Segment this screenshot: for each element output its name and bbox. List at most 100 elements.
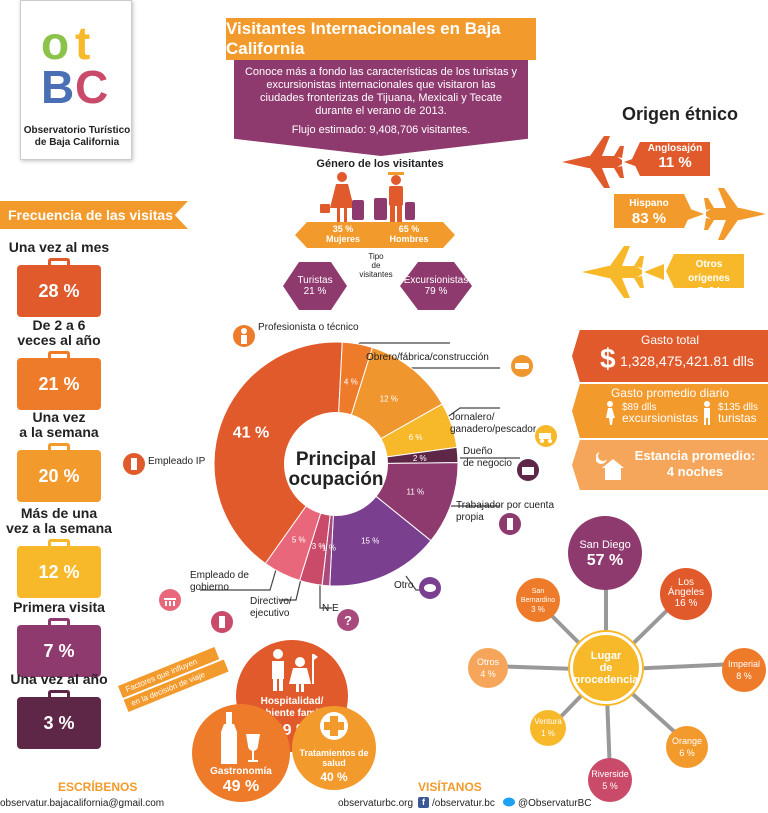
- suitcase-handle: [48, 443, 70, 452]
- tourists-pct: 21 %: [303, 286, 327, 297]
- visitor-type-title-2: de: [371, 261, 381, 270]
- stay-label: Estancia promedio:: [634, 448, 756, 463]
- frequency-label-line-1: Una vez al mes: [8, 239, 110, 255]
- total-spending-value: 1,328,475,421.81 dlls: [620, 353, 754, 369]
- excursionist-spending: $89 dlls excursionistas: [622, 402, 698, 424]
- city-imperial-value: 8 %: [736, 671, 752, 681]
- city-otros-value: 4 %: [480, 669, 496, 679]
- org-name-line-1: Observatorio Turístico: [23, 125, 131, 136]
- men-stat: 65 % Hombres: [384, 224, 434, 244]
- origin-center-3: procedencia: [573, 674, 639, 686]
- city-otros: Otros 4 %: [468, 648, 508, 688]
- men-label: Hombres: [389, 234, 429, 244]
- frequency-label-line-2: a la semana: [19, 424, 99, 440]
- ethnic-hispanic: Hispano 83 %: [614, 196, 684, 226]
- frequency-value: 20 %: [38, 465, 80, 486]
- pie-pct-otro: 15 %: [361, 537, 379, 546]
- logo-card: o t B C Observatorio Turístico de Baja C…: [20, 0, 132, 160]
- label-gobierno-2: gobierno: [190, 582, 229, 593]
- visitor-type-title-1: Tipo: [368, 252, 384, 261]
- tourists-hex: Turistas 21 %: [283, 262, 347, 310]
- visitor-type-title-3: visitantes: [359, 270, 393, 279]
- women-pct: 35 %: [332, 224, 354, 234]
- ethnic-anglo-value: 11 %: [658, 154, 692, 171]
- walker-icon: [606, 401, 615, 425]
- total-spending-box: Gasto total $ 1,328,475,421.81 dlls: [572, 330, 768, 382]
- label-dueno-2: de negocio: [463, 458, 512, 469]
- frequency-label-line-1: Una vez: [32, 409, 86, 425]
- plane-icon-3: [582, 246, 644, 298]
- label-otro: Otro: [394, 580, 414, 591]
- stay-box: Estancia promedio: 4 noches: [572, 440, 768, 490]
- frequency-value: 3 %: [43, 712, 75, 733]
- twitter-icon[interactable]: [502, 796, 516, 808]
- tourist-icon: [704, 401, 710, 425]
- pie-slice-empleado_ip: [213, 341, 343, 565]
- ethnic-other-label: Otros orígenes: [688, 259, 730, 284]
- city-riverside-name: Riverside: [591, 769, 629, 779]
- ethnic-other-value: 3 %: [696, 284, 722, 301]
- label-trabajador: Trabajador por cuenta propia: [456, 500, 554, 524]
- pie-pct-gobierno: 5 %: [292, 535, 306, 544]
- frequency-label: Primera visita: [0, 600, 118, 615]
- label-dueno: Dueño de negocio: [463, 446, 512, 470]
- tour-label: turistas: [718, 411, 757, 425]
- city-otros-name: Otros: [476, 657, 499, 667]
- email-link[interactable]: observatur.bajacalifornia@gmail.com: [0, 798, 165, 809]
- suitcase-icon: 7 %: [17, 618, 101, 677]
- twitter-link[interactable]: @ObservaturBC: [518, 798, 592, 809]
- city-san-bernardino-value: 3 %: [531, 604, 545, 614]
- label-empleado-ip: Empleado IP: [148, 456, 206, 467]
- ethnic-title: Origen étnico: [622, 104, 739, 124]
- health-label-2: salud: [322, 758, 346, 768]
- gender-arrow: [295, 222, 455, 248]
- logo-o: o: [41, 19, 69, 69]
- total-spending-label: Gasto total: [640, 333, 700, 347]
- label-jornalero: Jornalero/ ganadero/pescador: [450, 412, 536, 436]
- exc-label: excursionistas: [622, 411, 699, 425]
- website-link[interactable]: observaturbc.org: [338, 798, 414, 809]
- pie-center-label: Principal ocupación: [284, 450, 388, 490]
- men-pct: 65 %: [398, 224, 420, 234]
- pie-pct-empleado_ip: 41 %: [233, 424, 269, 441]
- otbc-logo: o t B C: [41, 19, 108, 107]
- plane-icon-2: [704, 188, 766, 240]
- page-title: Visitantes Internacionales en Baja Calif…: [226, 18, 536, 60]
- excursionists-hex: Excursionistas 79 %: [400, 262, 472, 310]
- excursionists-label: Excursionistas: [403, 275, 469, 286]
- tourists-label: Turistas: [297, 275, 333, 286]
- question-icon: [337, 609, 359, 631]
- suitcase-handle: [48, 258, 70, 267]
- frequency-label-line-1: Más de una: [20, 505, 98, 521]
- frequency-label-line-1: De 2 a 6: [32, 317, 86, 333]
- pie-pct-directivo: 3 %: [312, 542, 326, 551]
- city-imperial: Imperial 8 %: [722, 648, 766, 692]
- frequency-value: 21 %: [38, 373, 80, 394]
- suitcase-icon: 20 %: [17, 443, 101, 502]
- pie-center-line-2: ocupación: [288, 469, 384, 490]
- woman-icon: [320, 172, 364, 222]
- dollar-icon: $: [600, 343, 616, 374]
- frequency-label-line-2: veces al año: [17, 332, 101, 348]
- label-directivo: Directivo/ ejecutivo: [250, 596, 292, 620]
- stay-value: 4 noches: [666, 464, 724, 479]
- stay-text: Estancia promedio: 4 noches: [622, 448, 768, 480]
- label-jornalero-2: ganadero/pescador: [450, 424, 537, 435]
- label-directivo-1: Directivo/: [250, 596, 292, 607]
- city-imperial-name: Imperial: [727, 659, 760, 669]
- intro-text: Conoce más a fondo las características d…: [244, 66, 518, 117]
- facebook-link[interactable]: /observatur.bc: [432, 798, 495, 809]
- facebook-icon[interactable]: f: [418, 797, 429, 808]
- org-name: Observatorio Turístico de Baja Californi…: [21, 125, 133, 149]
- pie-pct-jornalero: 6 %: [409, 433, 423, 442]
- logo-c: C: [75, 61, 108, 107]
- frequency-label-line-2: vez a la semana: [6, 520, 112, 536]
- suitcase-handle: [48, 351, 70, 360]
- pie-pct-labels: 41 %4 %12 %6 %2 %11 %15 %1 %3 %5 %: [233, 377, 427, 552]
- ethnic-anglo: Anglosajón 11 %: [640, 142, 710, 170]
- city-los-angeles-name-2: Ángeles: [667, 587, 705, 598]
- wine-bottle-icon: [221, 712, 260, 764]
- city-ventura: Ventura 1 %: [530, 710, 566, 746]
